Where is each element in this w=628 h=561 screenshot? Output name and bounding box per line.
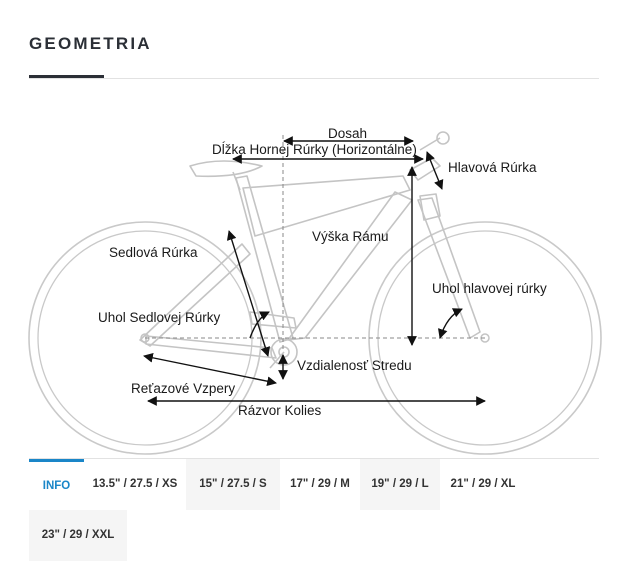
label-bb-drop: Vzdialenosť Stredu [297, 358, 412, 373]
reference-lines [145, 135, 485, 352]
section-title: GEOMETRIA [29, 34, 152, 53]
label-top-tube: Dĺžka Hornej Rúrky (Horizontálne) [212, 142, 417, 157]
tab-size-xs[interactable]: 13.5" / 27.5 / XS [92, 478, 178, 490]
label-seat-tube-angle: Uhol Sedlovej Rúrky [98, 310, 221, 325]
label-frame-height: Výška Rámu [312, 229, 389, 244]
tab-size-xxl[interactable]: 23" / 29 / XXL [29, 510, 127, 561]
tab-size-s[interactable]: 15" / 27.5 / S [186, 459, 280, 510]
bike-geometry-drawing [28, 131, 602, 455]
label-seat-tube: Sedlová Rúrka [109, 245, 198, 260]
title-underline [29, 75, 104, 78]
label-reach: Dosah [328, 126, 368, 141]
geometry-diagram: Dosah Dĺžka Hornej Rúrky (Horizontálne) … [28, 126, 602, 455]
tab-size-m[interactable]: 17" / 29 / M [290, 478, 350, 490]
tab-size-xl[interactable]: 21" / 29 / XL [450, 478, 516, 490]
label-head-tube: Hlavová Rúrka [448, 160, 537, 175]
tab-info[interactable]: INFO [29, 459, 84, 510]
tab-size-l[interactable]: 19" / 29 / L [360, 459, 440, 510]
title-divider [29, 78, 599, 79]
label-head-tube-angle: Uhol hlavovej rúrky [432, 281, 547, 296]
tabs-divider [29, 458, 599, 459]
label-wheelbase: Rázvor Kolies [238, 403, 322, 418]
label-chainstay: Reťazové Vzpery [131, 381, 236, 396]
measurement-lines [143, 136, 486, 406]
